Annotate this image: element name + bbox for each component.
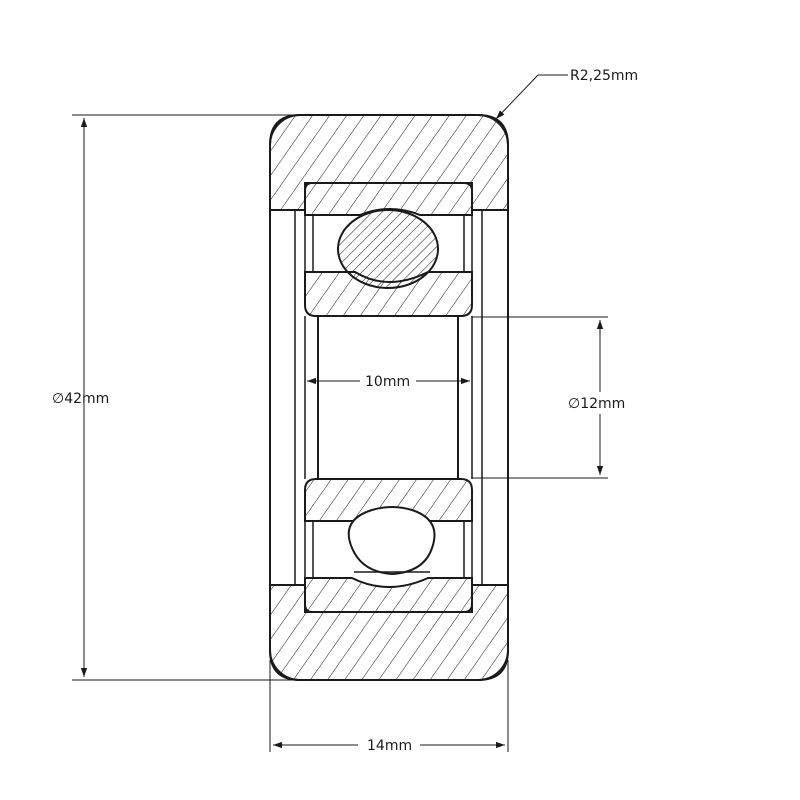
ball-top xyxy=(337,209,439,289)
outer-ring-top xyxy=(304,182,473,216)
dim-14-label: 14mm xyxy=(367,738,412,754)
radius-leader xyxy=(495,74,539,120)
dim-42-label: ∅42mm xyxy=(52,391,109,407)
tyre-section-top xyxy=(269,114,509,211)
dim-10-label: 10mm xyxy=(365,374,410,390)
radius-label: R2,25mm xyxy=(570,68,638,84)
dim-12-label-bg xyxy=(566,392,634,414)
ball-bottom xyxy=(347,506,436,576)
dim-12-label: ∅12mm xyxy=(568,396,625,412)
tyre-section-bottom xyxy=(269,584,509,681)
outer-ring-bottom xyxy=(304,577,473,613)
